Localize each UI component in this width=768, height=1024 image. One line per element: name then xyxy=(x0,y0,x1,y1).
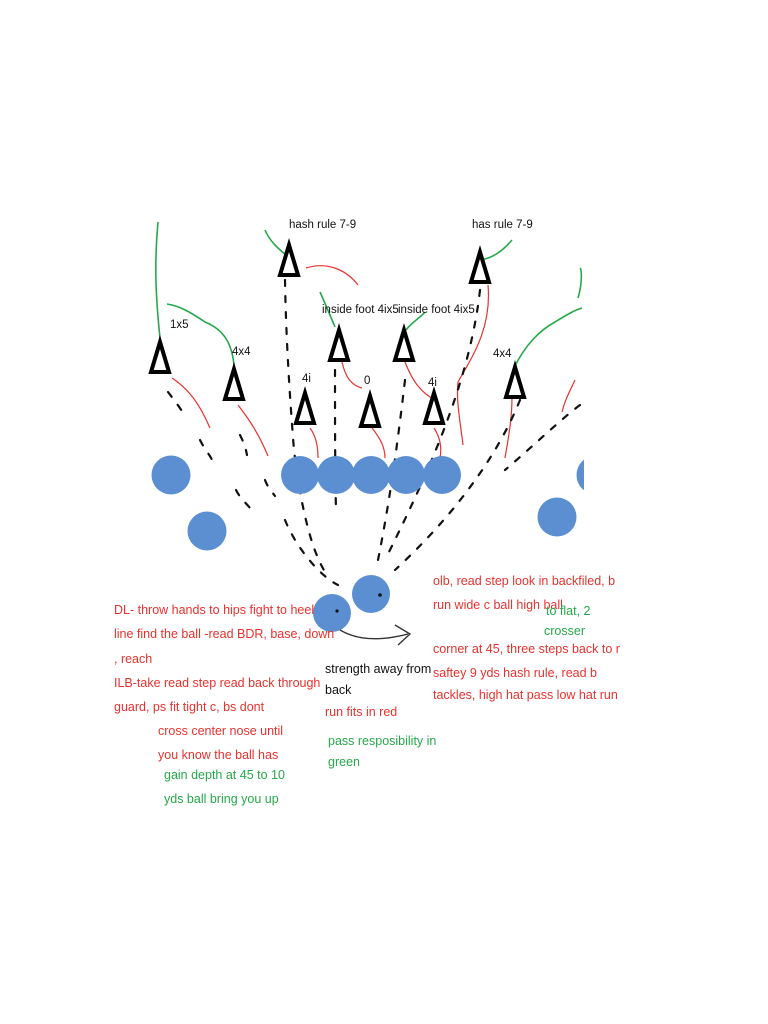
path-left-outside xyxy=(198,438,214,462)
label-hash-left: hash rule 7-9 xyxy=(289,219,356,231)
defender-left-safety xyxy=(277,238,301,277)
run-line-left-safety xyxy=(305,265,359,286)
label-hash-right: has rule 7-9 xyxy=(472,219,533,231)
pass-line-right-safety xyxy=(479,239,513,261)
run-line-right-corner xyxy=(561,379,576,413)
pass-line-left-olb xyxy=(166,303,235,366)
mark-rb-dot xyxy=(335,609,339,613)
pass-responsibility-lines xyxy=(155,221,583,369)
motion-arrow xyxy=(339,624,412,646)
path-left-corner xyxy=(166,390,188,420)
note-ilb-green2: yds ball bring you up xyxy=(164,792,279,806)
note-ilb-line2: guard, ps fit tight c, bs dont xyxy=(114,700,265,714)
misc-marks xyxy=(335,593,382,613)
path-left-ilb xyxy=(333,368,338,512)
offense-rt xyxy=(423,456,461,494)
note-pass-line1: pass resposibility in xyxy=(328,734,437,748)
run-line-left-de xyxy=(309,427,319,459)
arrow-head xyxy=(394,624,412,646)
note-safety: saftey 9 yds hash rule, read b xyxy=(433,666,597,680)
run-line-left-ilb xyxy=(341,361,363,389)
label-inside-foot-right: inside foot 4ix5 xyxy=(398,304,475,316)
label-zero: 0 xyxy=(364,375,370,387)
pass-line-left-ilb xyxy=(319,291,336,328)
run-fit-lines xyxy=(171,265,576,459)
note-run-fits: run fits in red xyxy=(325,705,398,719)
path-left-ilb2 xyxy=(283,518,340,587)
offense-wr-left xyxy=(151,455,191,495)
offense-lg xyxy=(317,456,355,494)
offense-center xyxy=(352,456,390,494)
note-olb-green: to flat, 2 xyxy=(546,604,591,618)
defender-right-ilb xyxy=(392,323,416,362)
note-olb-line2: run wide c ball high ball xyxy=(433,598,563,612)
note-crosser: crosser xyxy=(544,624,585,638)
run-line-right-olb xyxy=(504,396,513,459)
mark-qb-dot xyxy=(378,593,382,597)
run-line-left-corner xyxy=(171,377,211,429)
note-dl-line2: line find the ball -read BDR, base, down xyxy=(114,627,335,641)
path-right-olb xyxy=(393,398,522,572)
pass-line-left-corner xyxy=(155,221,161,339)
pass-line-right-olb xyxy=(513,307,583,369)
note-strength-line2: back xyxy=(325,683,352,697)
note-strength-line1: strength away from xyxy=(325,662,432,676)
pass-line-right-corner xyxy=(577,267,583,299)
path-left-edge2 xyxy=(263,478,277,498)
label-4i-left: 4i xyxy=(302,373,311,385)
defender-right-safety xyxy=(468,245,492,284)
label-inside-foot-left: inside foot 4ix5 xyxy=(322,304,399,316)
note-ilb-line3: cross center nose until xyxy=(158,724,284,738)
defender-labels: hash rule 7-9 has rule 7-9 1x5 4x4 4x4 i… xyxy=(170,219,533,389)
note-dl-line1: DL- throw hands to hips fight to heel xyxy=(114,603,315,617)
path-right-ilb xyxy=(376,378,407,562)
pass-line-right-ilb xyxy=(405,311,426,331)
offense-qb xyxy=(352,575,390,613)
note-ilb-green1: gain depth at 45 to 10 xyxy=(164,768,285,782)
run-line-left-olb xyxy=(237,404,269,457)
note-tackles: tackles, high hat pass low hat run xyxy=(433,688,618,702)
defender-right-olb xyxy=(503,360,527,399)
offense-rg xyxy=(387,456,425,494)
offense-rb xyxy=(313,594,351,632)
note-dl-line3: , reach xyxy=(114,652,153,666)
defender-left-ilb xyxy=(327,323,351,362)
label-4i-right: 4i xyxy=(428,377,437,389)
run-line-right-de xyxy=(433,427,442,459)
label-1x5: 1x5 xyxy=(170,319,189,331)
defender-left-corner xyxy=(148,335,172,374)
note-pass-line2: green xyxy=(328,755,360,769)
offense-lt xyxy=(281,456,319,494)
dash-paths xyxy=(166,278,582,587)
note-ilb-line4: you know the ball has xyxy=(158,748,279,762)
label-4x4-left: 4x4 xyxy=(232,346,251,358)
path-left-edge xyxy=(234,488,252,510)
run-line-right-safety xyxy=(456,284,490,446)
notes-right: olb, read step look in backfiled, b run … xyxy=(430,570,620,710)
pass-line-left-safety xyxy=(264,229,287,256)
defense xyxy=(148,238,527,428)
note-ilb-line1: ILB-take read step read back through xyxy=(114,676,321,690)
right-crop-mask xyxy=(584,200,768,720)
offense-slot-left xyxy=(187,511,227,551)
defender-left-de xyxy=(293,386,317,425)
defender-right-de xyxy=(422,386,446,425)
run-line-nose xyxy=(371,427,386,459)
path-right-safety xyxy=(383,288,482,562)
path-left-olb xyxy=(238,433,249,457)
path-left-safety xyxy=(283,278,329,577)
note-corner: corner at 45, three steps back to r xyxy=(433,642,620,656)
defender-left-olb xyxy=(222,362,246,401)
note-olb-line1: olb, read step look in backfiled, b xyxy=(433,574,616,588)
label-4x4-right: 4x4 xyxy=(493,348,512,360)
arrow-shaft xyxy=(339,629,409,640)
offense-slot-right xyxy=(537,497,577,537)
path-right-corner xyxy=(503,403,582,472)
defender-nose xyxy=(358,389,382,428)
